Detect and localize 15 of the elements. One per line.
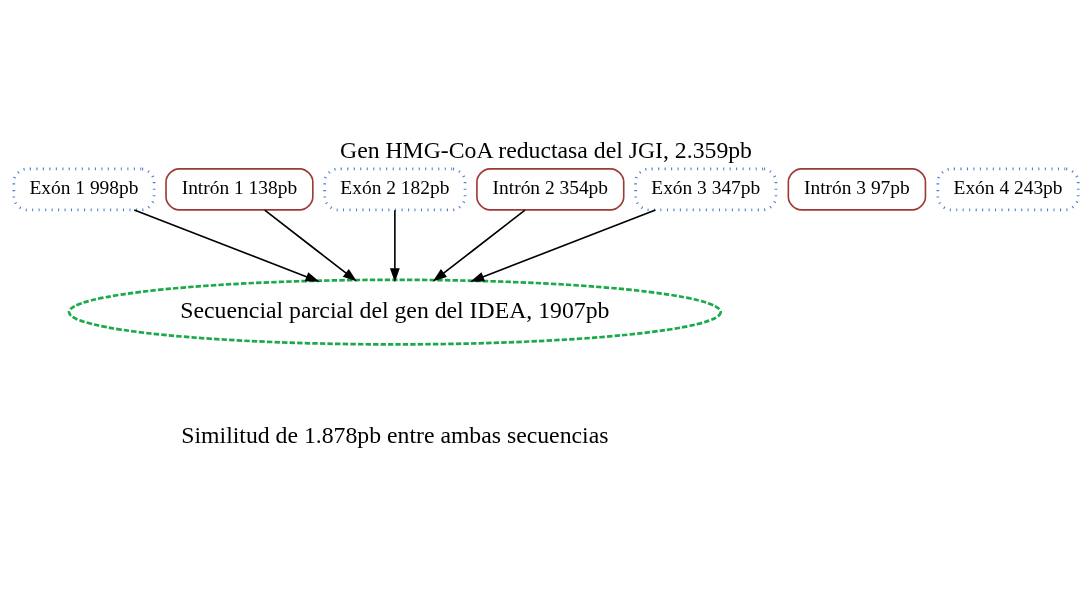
node-box: Exón 3 347pb xyxy=(634,167,778,212)
node-box: Exón 1 998pb xyxy=(12,167,156,212)
arrow xyxy=(263,209,357,282)
label: Similitud de 1.878pb entre ambas secuencias xyxy=(181,422,609,449)
arrow xyxy=(133,209,320,282)
arrow xyxy=(470,209,657,282)
arrow xyxy=(389,209,400,283)
node-box: Intrón 1 138pb xyxy=(165,168,314,211)
diagram-title: Gen HMG-CoA reductasa del JGI, 2.359pb xyxy=(340,136,752,163)
node-box: Intrón 3 97pb xyxy=(787,168,927,211)
node-box: Intrón 2 354pb xyxy=(476,168,625,211)
arrow xyxy=(432,209,526,282)
node-box: Exón 2 182pb xyxy=(323,167,467,212)
node-box: Exón 4 243pb xyxy=(936,167,1080,212)
node-ellipse: Secuencial parcial del gen del IDEA, 1907pb xyxy=(67,278,723,346)
